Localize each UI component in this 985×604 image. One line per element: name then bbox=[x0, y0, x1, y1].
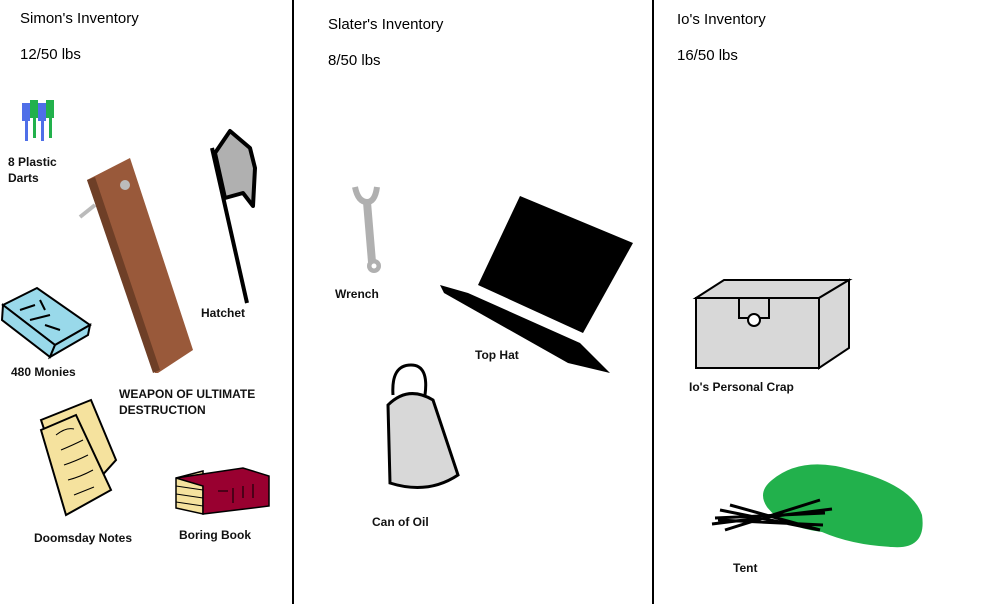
item-label: Hatchet bbox=[201, 306, 246, 320]
tent-icon[interactable] bbox=[710, 460, 930, 552]
column-divider-1 bbox=[292, 0, 294, 604]
chest-icon[interactable] bbox=[692, 278, 854, 370]
item-label: Can of Oil bbox=[372, 515, 429, 529]
darts-icon[interactable] bbox=[20, 98, 60, 148]
column-divider-2 bbox=[652, 0, 654, 604]
item-label: Wrench bbox=[335, 287, 379, 301]
notes-icon[interactable] bbox=[36, 398, 121, 517]
book-icon[interactable] bbox=[173, 466, 271, 516]
item-label: Tent bbox=[733, 561, 758, 575]
inventory-title: Io's Inventory bbox=[677, 11, 766, 28]
top-hat-icon[interactable] bbox=[438, 193, 638, 375]
inventory-weight: 8/50 lbs bbox=[328, 52, 381, 69]
inventory-weight: 16/50 lbs bbox=[677, 47, 738, 64]
coffin-weapon-icon[interactable] bbox=[75, 155, 200, 375]
money-box-icon[interactable] bbox=[0, 285, 95, 360]
item-label: 8 Plastic Darts bbox=[8, 155, 57, 185]
inventory-title: Slater's Inventory bbox=[328, 16, 444, 33]
wrench-icon[interactable] bbox=[350, 182, 390, 277]
inventory-title: Simon's Inventory bbox=[20, 10, 139, 27]
item-label: Top Hat bbox=[475, 348, 519, 362]
item-label: Doomsday Notes bbox=[34, 531, 133, 545]
item-label: 480 Monies bbox=[11, 365, 76, 379]
item-label: Boring Book bbox=[179, 528, 251, 542]
item-label: Io's Personal Crap bbox=[689, 380, 794, 394]
item-label: WEAPON OF ULTIMATE DESTRUCTION bbox=[119, 387, 256, 417]
hatchet-icon[interactable] bbox=[205, 128, 260, 308]
inventory-weight: 12/50 lbs bbox=[20, 46, 81, 63]
oil-can-icon[interactable] bbox=[380, 360, 465, 495]
